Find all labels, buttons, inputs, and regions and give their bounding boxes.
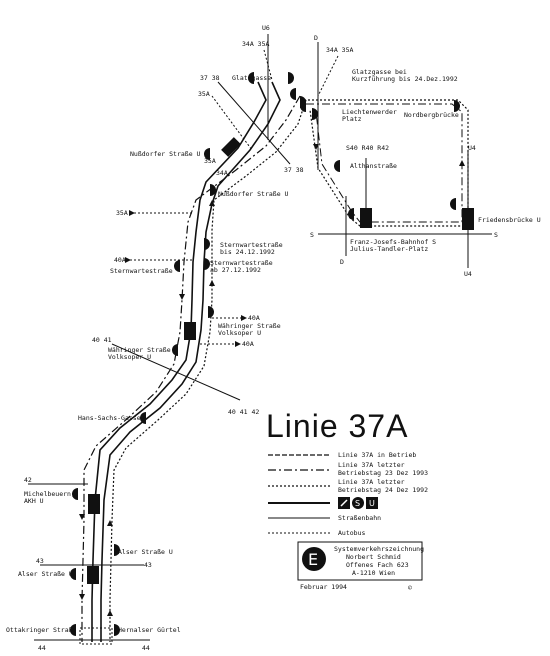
label-s-right: S (494, 231, 498, 239)
credit-block: E Systemverkehrszeichnung Norbert Schmid… (297, 541, 424, 592)
label-40a-a: 40A (114, 256, 126, 264)
label-34a: 34A (216, 169, 228, 177)
station-fjb-2: Julius-Tandler-Platz (350, 245, 428, 253)
station-markers (70, 72, 474, 636)
svg-text:U: U (369, 499, 375, 508)
label-43-b: 43 (144, 561, 152, 569)
label-u4-top: U4 (468, 144, 476, 152)
label-40-41-42: 40 41 42 (228, 408, 259, 416)
direction-arrows (79, 144, 465, 616)
station-glatzgasse: Glatzgasse (232, 74, 271, 82)
label-37-38-b: 37 38 (284, 166, 304, 174)
label-35a-c: 35A (116, 209, 128, 217)
bus-35a-diag (211, 95, 253, 151)
station-hans-sachs: Hans-Sachs-Gasse (78, 414, 141, 422)
station-sternwarte-2: bis 24.12.1992 (220, 248, 275, 256)
station-michelbeuern-1: Michelbeuern, (24, 490, 75, 498)
legend-letzter-1992-2: Betriebstag 24 Dez 1992 (338, 486, 428, 494)
credit-line-4: A-1210 Wien (352, 569, 395, 577)
map-title: Linie 37A (266, 408, 408, 444)
logo-icon (302, 547, 326, 571)
tram-40-41 (111, 343, 241, 401)
station-ottakringer: Ottakringer Straße (6, 626, 77, 634)
legend-in-betrieb: Linie 37A in Betrieb (338, 451, 416, 459)
bus-34a-35a-top2 (317, 55, 339, 97)
route-line-loop-east-inner (306, 103, 463, 223)
station-michelbeuern-2: AKH U (24, 497, 44, 505)
terminal-loop-bottom (79, 627, 113, 645)
station-waehringer-r2: Volksoper U (218, 329, 261, 337)
line-labels: U6 D 34A 35A 34A 35A 37 38 37 38 35A 35A… (24, 24, 498, 652)
label-44-b: 44 (142, 644, 150, 652)
station-glatzgasse-kurz-1: Glatzgasse bei (352, 68, 407, 76)
station-hernalser: Hernalser Gürtel (118, 626, 181, 634)
station-alser-r: Alser Straße U (118, 548, 173, 556)
label-u6: U6 (262, 24, 270, 32)
route-line-letzter-1993 (81, 95, 301, 642)
legend-letzter-1992-1: Linie 37A letzter (338, 478, 405, 486)
label-d-bottom: D (340, 258, 344, 266)
station-liechtenwerder-2: Platz (342, 115, 362, 123)
credit-line-1: Systemverkehrszeichnung (334, 545, 424, 553)
logo-letter: E (308, 550, 318, 569)
station-waehringer-l1: Währinger Straße (108, 346, 171, 354)
label-s-left: S (310, 231, 314, 239)
label-35a-b: 35A (204, 157, 216, 165)
station-waehringer-l2: Volksoper U (108, 353, 151, 361)
route-line-letzter-1992 (109, 99, 307, 642)
legend-autobus: Autobus (338, 529, 365, 537)
label-40a-b: 40A (248, 314, 260, 322)
label-d-top: D (314, 34, 318, 42)
bus-34a-35a-top (263, 49, 273, 81)
legend-strassenbahn: Straßenbahn (338, 514, 381, 522)
svg-text:S: S (355, 499, 360, 508)
label-42: 42 (24, 476, 32, 484)
station-sternwarte-1: Sternwartestraße (220, 241, 283, 249)
station-nussdorfer-str-u: Nußdorfer Straße U (218, 190, 289, 198)
station-glatzgasse-kurz-2: Kurzführung bis 24.Dez.1992 (352, 75, 458, 83)
legend: Linie 37A in Betrieb Linie 37A letzter B… (268, 451, 428, 537)
station-nordbergbruecke: Nordbergbrücke (404, 111, 459, 119)
label-34a-35a-a: 34A 35A (242, 40, 269, 48)
label-40-41: 40 41 (92, 336, 112, 344)
label-37-38-a: 37 38 (200, 74, 220, 82)
credit-date: Februar 1994 (300, 583, 347, 591)
tram-37-38 (217, 81, 291, 165)
station-sternwarte-4: ab 27.12.1992 (210, 266, 261, 274)
legend-letzter-1993-2: Betriebstag 23 Dez 1993 (338, 469, 428, 477)
station-sternwarte-left: Sternwartestraße (110, 267, 173, 275)
label-u4-bottom: U4 (464, 270, 472, 278)
route-line-in-betrieb-2 (100, 81, 281, 642)
label-35a-a: 35A (198, 90, 210, 98)
station-liechtenwerder-1: Liechtenwerder (342, 108, 397, 116)
label-s40: S40 R40 R42 (346, 144, 389, 152)
station-alser-l: Alser Straße U (18, 570, 73, 578)
station-nussdorfer-str: Nußdorfer Straße U (130, 150, 201, 158)
label-40a-c: 40A (242, 340, 254, 348)
label-44-a: 44 (38, 644, 46, 652)
station-friedensbruecke: Friedensbrücke U (478, 216, 541, 224)
station-waehringer-r1: Währinger Straße (218, 322, 281, 330)
station-labels: Glatzgasse Glatzgasse bei Kurzführung bi… (6, 68, 541, 634)
station-sternwarte-3: Sternwartestraße (210, 259, 273, 267)
label-34a-35a-b: 34A 35A (326, 46, 353, 54)
credit-line-2: Norbert Schmid (346, 553, 401, 561)
station-althanstrasse: Althanstraße (350, 162, 397, 170)
transit-logos-icon: S U (338, 497, 378, 509)
legend-letzter-1993-1: Linie 37A letzter (338, 461, 405, 469)
credit-copyright: © (408, 584, 412, 592)
credit-line-3: Offenes Fach 623 (346, 561, 409, 569)
label-43-a: 43 (36, 557, 44, 565)
route-line-in-betrieb (91, 81, 267, 642)
station-fjb-1: Franz-Josefs-Bahnhof S (350, 238, 436, 246)
